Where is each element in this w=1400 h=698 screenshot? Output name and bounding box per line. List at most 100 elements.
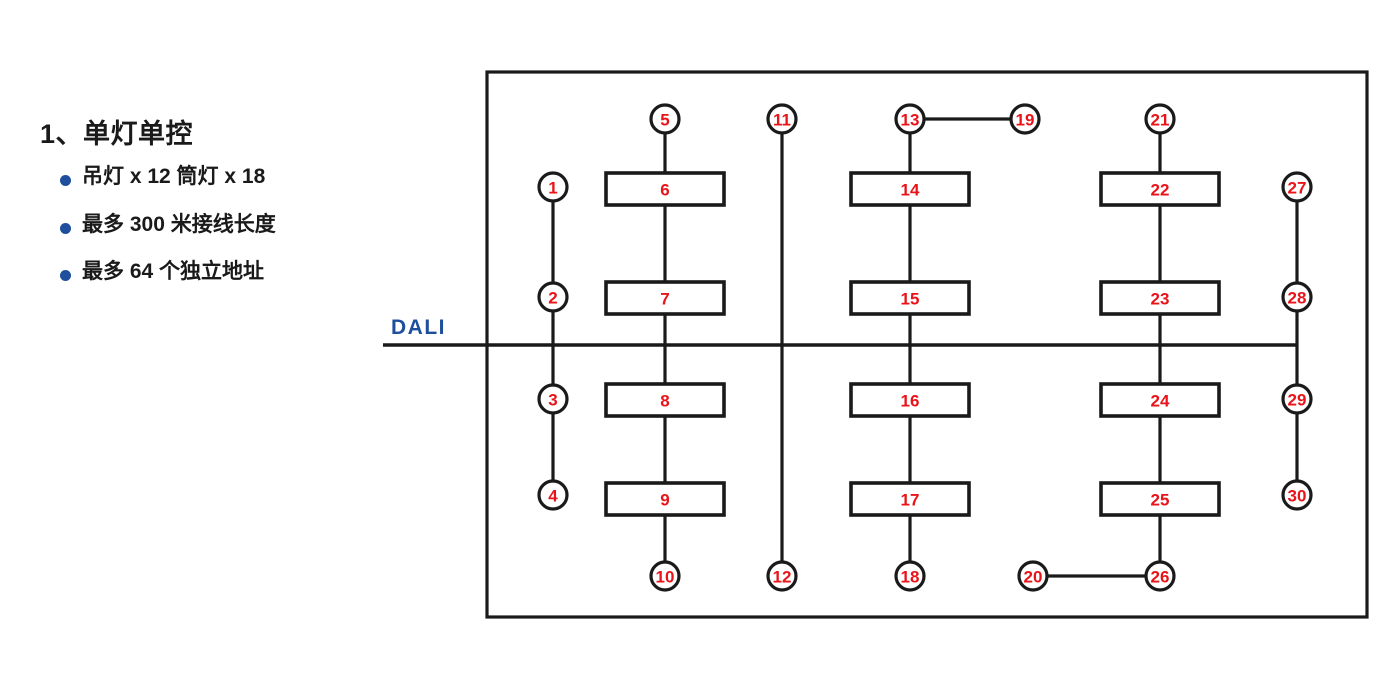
- fixture-label: 2: [548, 289, 557, 308]
- fixture-circle-shape: [537, 383, 569, 415]
- fixture-node-24[interactable]: 24: [1099, 382, 1221, 418]
- fixture-node-10[interactable]: 10: [649, 560, 681, 592]
- fixture-node-29[interactable]: 29: [1281, 383, 1313, 415]
- fixture-label: 29: [1288, 391, 1307, 410]
- fixture-node-22[interactable]: 22: [1099, 171, 1221, 207]
- fixture-label: 16: [901, 392, 920, 411]
- bullet-dot-icon: [60, 175, 71, 187]
- fixture-circle-shape: [1281, 383, 1313, 415]
- fixture-circle-shape: [1009, 103, 1041, 135]
- list-item: 最多 300 米接线长度: [40, 212, 370, 238]
- fixture-label: 18: [901, 568, 920, 587]
- fixture-circle-shape: [894, 560, 926, 592]
- fixture-node-4[interactable]: 4: [537, 479, 569, 511]
- fixture-node-8[interactable]: 8: [604, 382, 726, 418]
- description-panel: 1、单灯单控 吊灯 x 12 筒灯 x 18 最多 300 米接线长度 最多 6…: [40, 118, 370, 306]
- fixture-node-5[interactable]: 5: [649, 103, 681, 135]
- fixture-node-16[interactable]: 16: [849, 382, 971, 418]
- fixture-label: 5: [660, 111, 669, 130]
- fixture-circle-shape: [766, 103, 798, 135]
- fixture-rect-shape: [849, 171, 971, 207]
- fixture-node-23[interactable]: 23: [1099, 280, 1221, 316]
- fixture-label: 20: [1024, 568, 1043, 587]
- fixture-label: 27: [1288, 179, 1307, 198]
- bullet-dot-icon: [60, 222, 71, 234]
- fixture-circle-shape: [1144, 560, 1176, 592]
- fixture-node-21[interactable]: 21: [1144, 103, 1176, 135]
- fixture-label: 22: [1151, 181, 1170, 200]
- fixture-node-1[interactable]: 1: [537, 171, 569, 203]
- fixture-rect-shape: [1099, 382, 1221, 418]
- fixture-label: 3: [548, 391, 557, 410]
- fixture-label: 6: [660, 181, 669, 200]
- fixture-rect-shape: [849, 280, 971, 316]
- fixture-label: 12: [773, 568, 792, 587]
- fixture-label: 25: [1151, 491, 1170, 510]
- fixture-node-20[interactable]: 20: [1017, 560, 1049, 592]
- fixture-rect-layer: 6 7 8 9 14 15 16 17 22 23 24 25: [604, 171, 1221, 517]
- fixture-rect-shape: [604, 280, 726, 316]
- fixture-node-18[interactable]: 18: [894, 560, 926, 592]
- fixture-node-17[interactable]: 17: [849, 481, 971, 517]
- fixture-label: 13: [901, 111, 920, 130]
- fixture-node-11[interactable]: 11: [766, 103, 798, 135]
- fixture-circle-shape: [537, 479, 569, 511]
- fixture-label: 26: [1151, 568, 1170, 587]
- fixture-rect-shape: [604, 382, 726, 418]
- fixture-node-12[interactable]: 12: [766, 560, 798, 592]
- fixture-circle-shape: [1281, 281, 1313, 313]
- dali-bus-label: DALI: [391, 316, 446, 339]
- fixture-node-28[interactable]: 28: [1281, 281, 1313, 313]
- fixture-label: 24: [1151, 392, 1170, 411]
- fixture-label: 10: [656, 568, 675, 587]
- fixture-label: 28: [1288, 289, 1307, 308]
- fixture-circle-shape: [649, 560, 681, 592]
- fixture-node-19[interactable]: 19: [1009, 103, 1041, 135]
- page-title: 1、单灯单控: [40, 119, 194, 149]
- list-item: 吊灯 x 12 筒灯 x 18: [40, 164, 370, 190]
- fixture-node-7[interactable]: 7: [604, 280, 726, 316]
- fixture-rect-shape: [849, 481, 971, 517]
- feature-list: 吊灯 x 12 筒灯 x 18 最多 300 米接线长度 最多 64 个独立地址: [40, 164, 370, 285]
- fixture-circle-shape: [1281, 171, 1313, 203]
- fixture-label: 11: [773, 111, 791, 130]
- fixture-label: 17: [901, 491, 920, 510]
- fixture-circle-shape: [537, 281, 569, 313]
- fixture-label: 8: [660, 392, 669, 411]
- fixture-label: 4: [548, 487, 558, 506]
- fixture-node-14[interactable]: 14: [849, 171, 971, 207]
- fixture-circle-shape: [1281, 479, 1313, 511]
- fixture-rect-shape: [1099, 171, 1221, 207]
- fixture-circle-shape: [537, 171, 569, 203]
- fixture-rect-shape: [1099, 280, 1221, 316]
- fixture-circle-shape: [649, 103, 681, 135]
- fixture-label: 1: [548, 179, 557, 198]
- fixture-node-2[interactable]: 2: [537, 281, 569, 313]
- list-item-label: 最多 64 个独立地址: [82, 259, 265, 283]
- fixture-node-13[interactable]: 13: [894, 103, 926, 135]
- bullet-dot-icon: [60, 269, 71, 281]
- fixture-node-27[interactable]: 27: [1281, 171, 1313, 203]
- fixture-circle-shape: [894, 103, 926, 135]
- list-item-label: 最多 300 米接线长度: [82, 212, 276, 236]
- fixture-label: 21: [1151, 111, 1170, 130]
- fixture-node-25[interactable]: 25: [1099, 481, 1221, 517]
- fixture-node-26[interactable]: 26: [1144, 560, 1176, 592]
- fixture-circle-shape: [1017, 560, 1049, 592]
- list-item: 最多 64 个独立地址: [40, 259, 370, 285]
- fixture-node-30[interactable]: 30: [1281, 479, 1313, 511]
- fixture-node-6[interactable]: 6: [604, 171, 726, 207]
- fixture-label: 9: [660, 491, 669, 510]
- fixture-node-15[interactable]: 15: [849, 280, 971, 316]
- fixture-node-3[interactable]: 3: [537, 383, 569, 415]
- fixture-label: 23: [1151, 290, 1170, 309]
- fixture-node-9[interactable]: 9: [604, 481, 726, 517]
- fixture-rect-shape: [604, 481, 726, 517]
- fixture-label: 19: [1016, 111, 1035, 130]
- fixture-label: 14: [901, 181, 920, 200]
- fixture-circle-shape: [766, 560, 798, 592]
- fixture-circle-shape: [1144, 103, 1176, 135]
